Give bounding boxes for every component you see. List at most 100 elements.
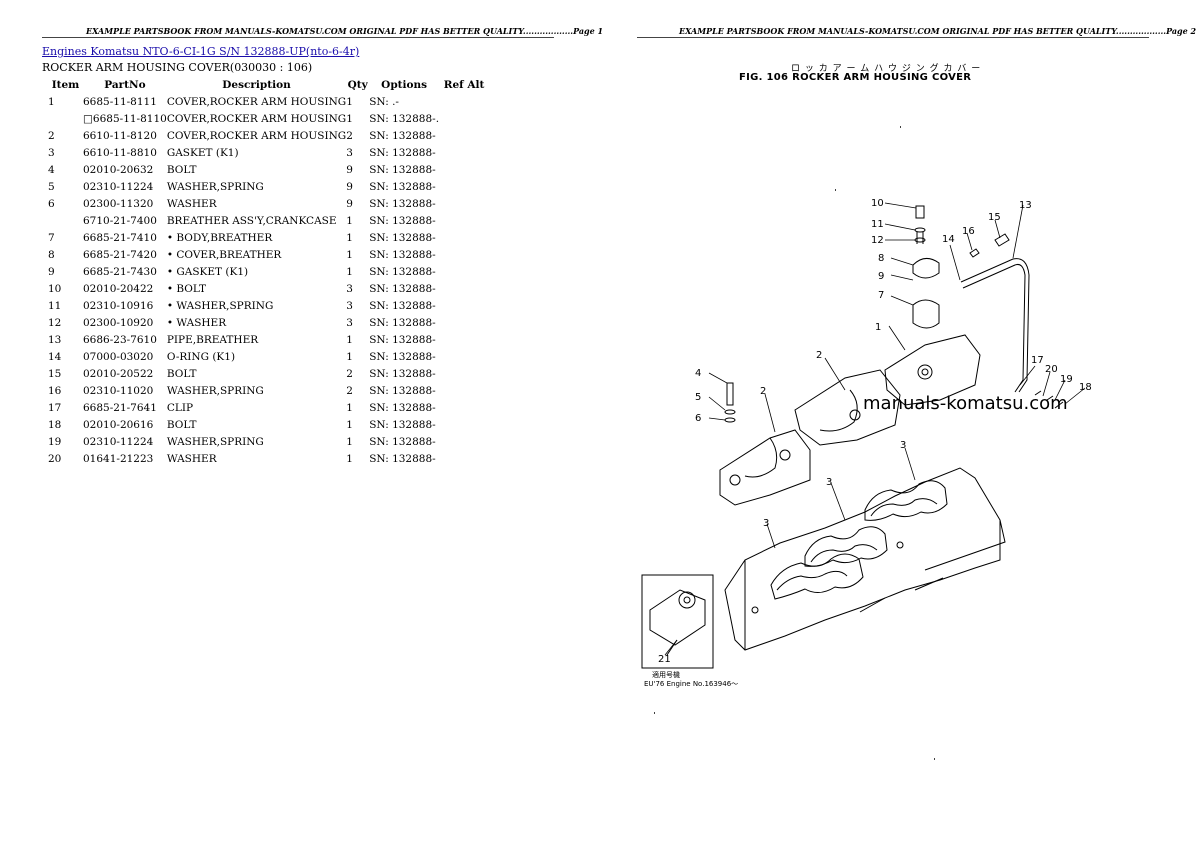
page-header: EXAMPLE PARTSBOOK FROM MANUALS-KOMATSU.C… <box>86 26 604 36</box>
partno-cell: 02010-20616 <box>83 418 154 431</box>
options-cell: SN: 132888- <box>369 418 436 431</box>
item-cell: 10 <box>48 282 62 295</box>
ref-alt-cell <box>439 297 489 314</box>
qty-cell: 2 <box>346 384 353 397</box>
description-cell: COVER,ROCKER ARM HOUSING <box>166 129 347 142</box>
table-header-row: Item PartNo Description Qty Options Ref … <box>42 76 489 93</box>
options-cell: SN: 132888- <box>369 452 436 465</box>
ref-alt-cell <box>439 110 489 127</box>
qty-cell: 9 <box>346 197 353 210</box>
qty-cell: 1 <box>346 401 353 414</box>
item-cell: 16 <box>48 384 62 397</box>
column-header-qty: Qty <box>347 78 368 91</box>
item-cell: 15 <box>48 367 62 380</box>
callout-3: 3 <box>900 440 906 451</box>
callout-14: 14 <box>942 234 955 245</box>
exploded-parts-diagram: 1 2 2 3 3 3 4 5 6 7 8 9 10 11 12 13 14 1… <box>641 126 1092 760</box>
page-subtitle: ROCKER ARM HOUSING COVER(030030 : 106) <box>42 61 313 74</box>
qty-cell: 2 <box>346 129 353 142</box>
column-header-description: Description <box>222 78 291 91</box>
item-cell <box>42 110 83 127</box>
partno-cell: 02010-20422 <box>83 282 154 295</box>
callout-4: 4 <box>695 368 701 379</box>
description-cell: WASHER,SPRING <box>166 384 264 397</box>
item-cell: 8 <box>48 248 55 261</box>
description-cell: COVER,ROCKER ARM HOUSING <box>166 112 347 125</box>
item-cell: 14 <box>48 350 62 363</box>
callout-20: 20 <box>1045 364 1058 375</box>
ref-alt-cell <box>439 93 489 110</box>
description-cell: CLIP <box>166 401 194 414</box>
description-cell: O-RING (K1) <box>166 350 236 363</box>
applicable-serial-label: 適用号機 <box>652 671 680 679</box>
partno-cell: 02300-10920 <box>83 316 154 329</box>
callout-18: 18 <box>1079 382 1092 393</box>
parts-table: Item PartNo Description Qty Options Ref … <box>42 76 489 467</box>
partno-cell: 6710-21-7400 <box>83 214 157 227</box>
ref-alt-cell <box>439 144 489 161</box>
qty-cell: 9 <box>346 163 353 176</box>
partno-cell: 02310-11224 <box>83 180 154 193</box>
callout-8: 8 <box>878 253 884 264</box>
item-cell <box>42 212 83 229</box>
breadcrumb-link[interactable]: Engines Komatsu NTO-6-CI-1G S/N 132888-U… <box>42 45 360 58</box>
callout-17: 17 <box>1031 355 1044 366</box>
options-cell: SN: 132888-. <box>369 112 440 125</box>
partno-cell: 02010-20632 <box>83 163 154 176</box>
partno-cell: 6610-11-8120 <box>83 129 157 142</box>
item-cell: 5 <box>48 180 55 193</box>
callout-15: 15 <box>988 212 1001 223</box>
callout-13: 13 <box>1019 200 1032 211</box>
callout-2: 2 <box>816 350 822 361</box>
options-cell: SN: 132888- <box>369 265 436 278</box>
callout-5: 5 <box>695 392 701 403</box>
qty-cell: 1 <box>346 112 353 125</box>
options-cell: SN: 132888- <box>369 129 436 142</box>
options-cell: SN: 132888- <box>369 401 436 414</box>
header-rule <box>637 37 1149 38</box>
callout-19: 19 <box>1060 374 1073 385</box>
item-cell: 20 <box>48 452 62 465</box>
description-cell: WASHER <box>166 452 217 465</box>
partno-cell: 02300-11320 <box>83 197 154 210</box>
partno-cell: 6685-11-8111 <box>83 95 157 108</box>
description-cell: • WASHER <box>166 316 227 329</box>
item-cell: 18 <box>48 418 62 431</box>
qty-cell: 2 <box>346 367 353 380</box>
qty-cell: 1 <box>346 265 353 278</box>
qty-cell: 3 <box>346 316 353 329</box>
watermark-text: manuals-komatsu.com <box>863 393 1068 414</box>
ref-alt-cell <box>439 178 489 195</box>
qty-cell: 1 <box>346 231 353 244</box>
item-cell: 12 <box>48 316 62 329</box>
ref-alt-cell <box>439 348 489 365</box>
description-cell: BREATHER ASS'Y,CRANKCASE <box>166 214 337 227</box>
breadcrumb: Engines Komatsu NTO-6-CI-1G S/N 132888-U… <box>42 45 359 58</box>
callout-12: 12 <box>871 235 884 246</box>
options-cell: SN: 132888- <box>369 367 436 380</box>
options-cell: SN: 132888- <box>369 231 436 244</box>
callout-1: 1 <box>875 322 881 333</box>
partno-cell: 6685-21-7410 <box>83 231 157 244</box>
options-cell: SN: 132888- <box>369 248 436 261</box>
left-page: EXAMPLE PARTSBOOK FROM MANUALS-KOMATSU.C… <box>0 0 603 842</box>
description-cell: WASHER,SPRING <box>166 435 264 448</box>
column-header-options: Options <box>381 78 428 91</box>
options-cell: SN: 132888- <box>369 435 436 448</box>
callout-3b: 3 <box>826 477 832 488</box>
ref-alt-cell <box>439 263 489 280</box>
callout-10: 10 <box>871 198 884 209</box>
breather-pipe-drawing <box>962 264 1026 393</box>
partno-cell: 07000-03020 <box>83 350 154 363</box>
